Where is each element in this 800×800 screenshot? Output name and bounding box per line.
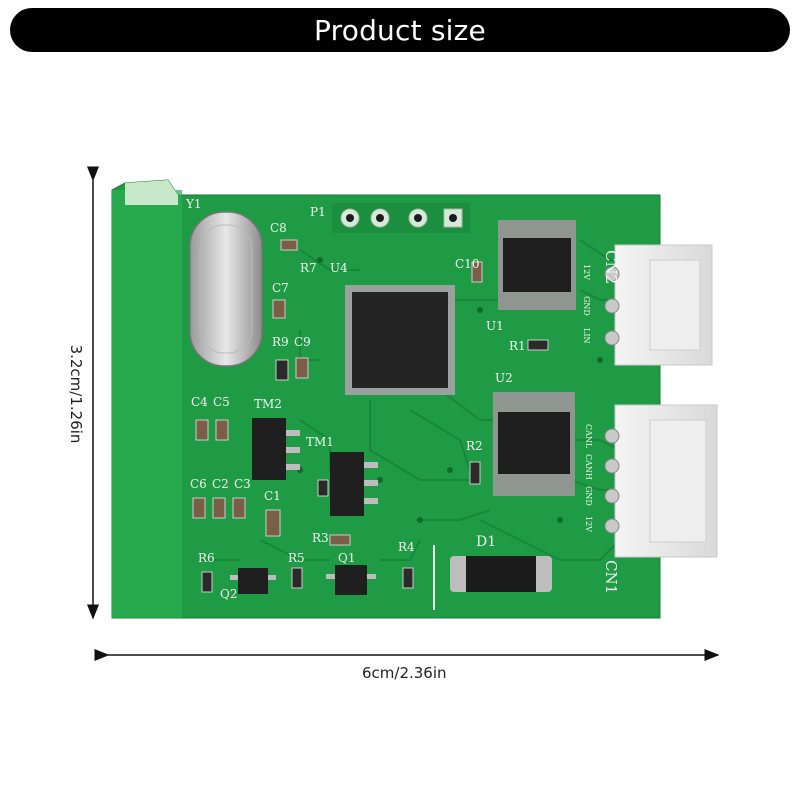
label-q1: Q1 [338, 551, 355, 565]
label-c1: C1 [264, 489, 281, 503]
label-q2: Q2 [220, 587, 237, 601]
cn1-pin-canl: CANL [584, 424, 593, 449]
label-c10: C10 [455, 257, 479, 271]
title-banner: Product size [10, 8, 790, 52]
crystal-oscillator [189, 211, 263, 367]
label-cn1: CN1 [602, 560, 620, 594]
cn1-pin-canh: CANH [584, 454, 593, 480]
label-p1: P1 [310, 205, 326, 219]
label-c9: C9 [294, 335, 311, 349]
label-r1: R1 [509, 339, 526, 353]
connector-cn2 [604, 244, 713, 366]
label-c2: C2 [212, 477, 229, 491]
cn2-pin-lin: LIN [582, 328, 591, 343]
label-r6: R6 [198, 551, 215, 565]
label-r9: R9 [272, 335, 289, 349]
diode-d1 [450, 556, 552, 592]
label-u4: U4 [330, 261, 348, 275]
transistor-q1 [326, 565, 376, 595]
label-c6: C6 [190, 477, 207, 491]
label-r5: R5 [288, 551, 305, 565]
label-r3: R3 [312, 531, 329, 545]
label-r2: R2 [466, 439, 483, 453]
label-tm1: TM1 [306, 435, 334, 449]
cn1-pin-12v: 12V [584, 516, 593, 532]
regulator-tm1 [330, 452, 378, 516]
label-r4: R4 [398, 540, 415, 554]
label-c4: C4 [191, 395, 208, 409]
cn1-pin-gnd: GND [584, 486, 593, 506]
label-c5: C5 [213, 395, 230, 409]
label-c8: C8 [270, 221, 287, 235]
pin-header-p1 [332, 203, 470, 233]
label-tm2: TM2 [254, 397, 282, 411]
label-d1: D1 [476, 534, 496, 550]
label-u1: U1 [486, 319, 504, 333]
label-y1: Y1 [185, 197, 202, 211]
label-cn2: CN2 [602, 250, 620, 284]
label-c7: C7 [272, 281, 289, 295]
label-r7: R7 [300, 261, 317, 275]
ic-u2 [493, 392, 575, 496]
ic-u1 [498, 220, 576, 310]
cn2-pin-gnd: GND [582, 296, 591, 316]
label-c3: C3 [234, 477, 251, 491]
height-dimension-label: 3.2cm/1.26in [67, 344, 85, 444]
smd-components [192, 239, 549, 593]
label-u2: U2 [495, 371, 513, 385]
microcontroller-chip [345, 285, 455, 395]
page-title: Product size [314, 13, 486, 47]
width-dimension-label: 6cm/2.36in [362, 664, 447, 682]
cn2-pin-12v: 12V [582, 264, 591, 280]
connector-cn1 [604, 404, 718, 558]
transistor-q2 [230, 568, 276, 594]
regulator-tm2 [252, 418, 300, 480]
